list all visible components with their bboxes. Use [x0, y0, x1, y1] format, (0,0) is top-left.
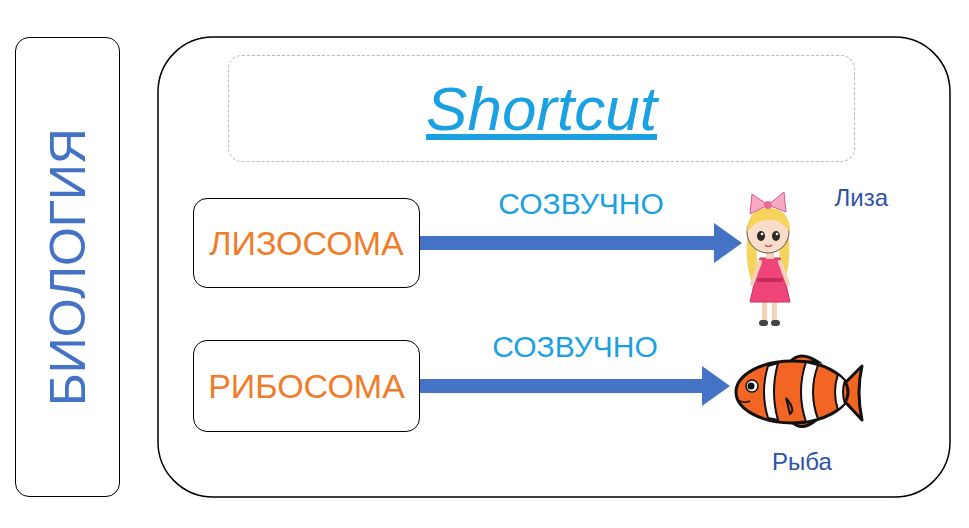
term-text: РИБОСОМА: [208, 365, 405, 408]
picture-caption: Рыба: [772, 448, 832, 476]
arrow-connector: [420, 223, 742, 263]
illustration-node: Рыба: [730, 352, 880, 480]
subject-label: БИОЛОГИЯ: [39, 128, 97, 406]
connector-label: СОЗВУЧНО: [498, 187, 664, 221]
title-box: Shortcut: [228, 55, 855, 162]
picture-caption: Лиза: [834, 184, 888, 212]
term-text: ЛИЗОСОМА: [209, 222, 404, 265]
arrow-connector: [420, 366, 730, 406]
term-box: РИБОСОМА: [193, 340, 420, 432]
illustration-node: Лиза: [742, 172, 902, 332]
subject-band: БИОЛОГИЯ: [15, 37, 120, 497]
connector-label: СОЗВУЧНО: [492, 330, 658, 364]
term-box: ЛИЗОСОМА: [193, 198, 420, 288]
clownfish-illustration: [736, 356, 862, 427]
girl-illustration: [747, 192, 790, 326]
title-text: Shortcut: [426, 73, 657, 144]
content-panel: [158, 37, 950, 497]
